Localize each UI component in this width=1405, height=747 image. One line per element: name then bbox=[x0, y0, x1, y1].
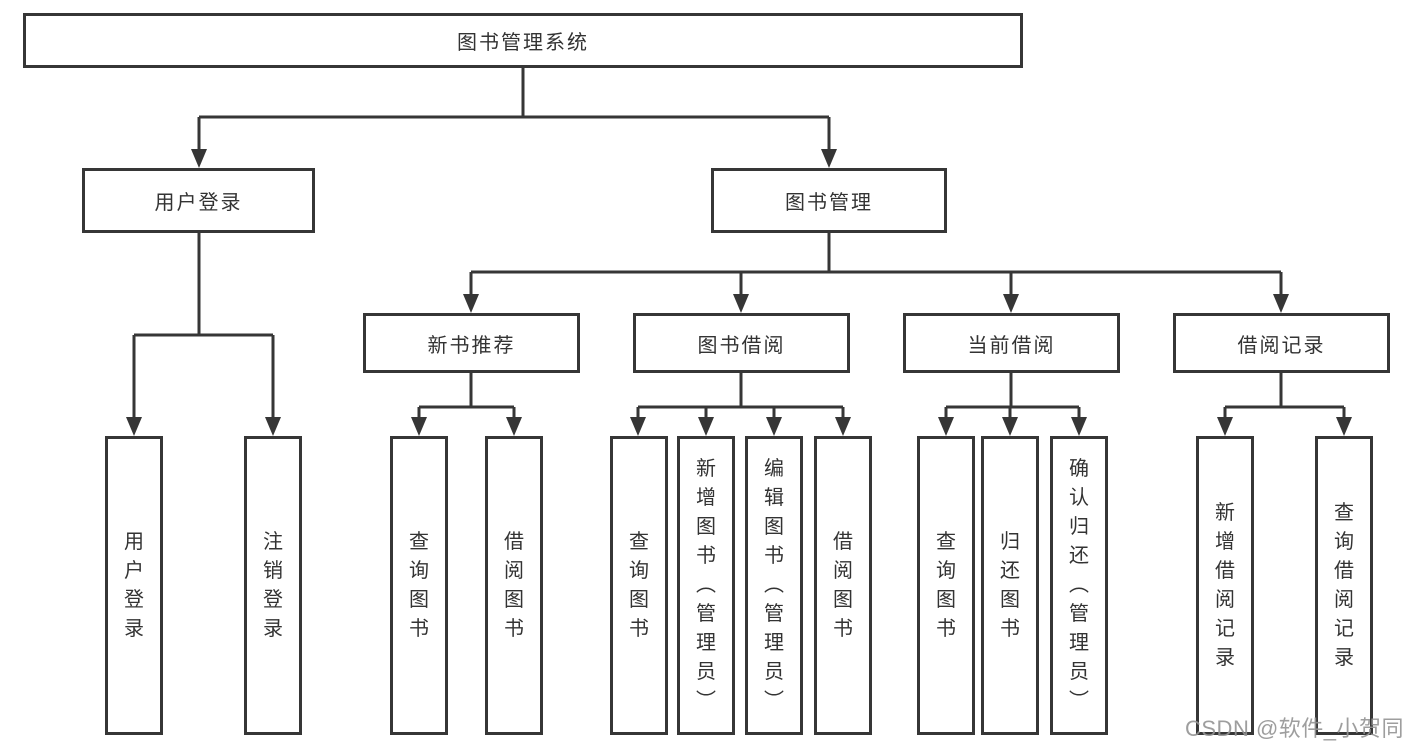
leaf-edit-book-admin: 编辑图书︵管理员︶ bbox=[745, 436, 803, 735]
leaf-query-books-borrow: 查询图书 bbox=[610, 436, 668, 735]
csdn-watermark: CSDN @软件_小贺同学 bbox=[1185, 716, 1405, 741]
leaf-borrow-books-recommend: 借阅图书 bbox=[485, 436, 543, 735]
leaf-query-borrow-record: 查询借阅记录 bbox=[1315, 436, 1373, 735]
node-new-book-recommend: 新书推荐 bbox=[363, 313, 580, 373]
node-book-management: 图书管理 bbox=[711, 168, 947, 233]
node-borrow-records: 借阅记录 bbox=[1173, 313, 1390, 373]
node-library-management-system: 图书管理系统 bbox=[23, 13, 1023, 68]
node-book-borrow: 图书借阅 bbox=[633, 313, 850, 373]
leaf-add-borrow-record: 新增借阅记录 bbox=[1196, 436, 1254, 735]
leaf-confirm-return-admin: 确认归还︵管理员︶ bbox=[1050, 436, 1108, 735]
tree-edges bbox=[132, 68, 1346, 419]
leaf-logout: 注销登录 bbox=[244, 436, 302, 735]
leaf-borrow-books-borrow: 借阅图书 bbox=[814, 436, 872, 735]
leaf-add-book-admin: 新增图书︵管理员︶ bbox=[677, 436, 735, 735]
node-current-borrow: 当前借阅 bbox=[903, 313, 1120, 373]
leaf-query-books-recommend: 查询图书 bbox=[390, 436, 448, 735]
node-user-login: 用户登录 bbox=[82, 168, 315, 233]
leaf-return-book: 归还图书 bbox=[981, 436, 1039, 735]
leaf-user-login: 用户登录 bbox=[105, 436, 163, 735]
leaf-query-books-current: 查询图书 bbox=[917, 436, 975, 735]
